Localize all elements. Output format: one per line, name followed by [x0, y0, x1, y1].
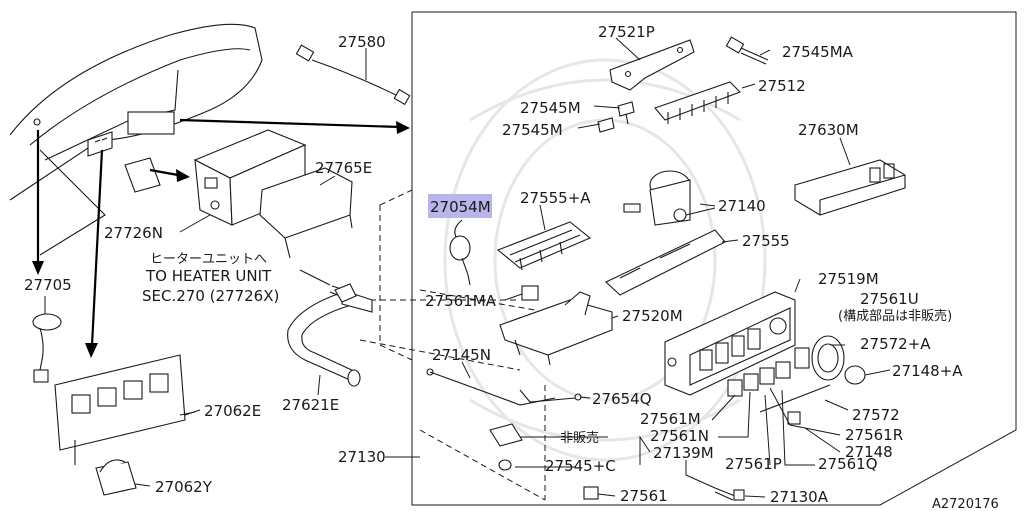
- label-27561M[interactable]: 27561M: [640, 410, 701, 428]
- label-27561[interactable]: 27561: [620, 487, 668, 505]
- part-27765E[interactable]: [259, 167, 353, 259]
- part-27561U[interactable]: [794, 347, 810, 369]
- label-27561MA[interactable]: 27561MA: [425, 292, 497, 310]
- label-27572A[interactable]: 27572+A: [860, 335, 931, 353]
- label-27654Q[interactable]: 27654Q: [592, 390, 652, 408]
- dashboard-outline: [9, 23, 263, 256]
- part-27062Y[interactable]: [95, 459, 137, 496]
- part-27630M[interactable]: [794, 159, 906, 216]
- label-27054M-suffix: M: [478, 198, 491, 216]
- label-heater-en: TO HEATER UNIT: [145, 267, 272, 285]
- part-27555[interactable]: [605, 229, 726, 296]
- label-27561U-note: (構成部品は非販売): [838, 308, 952, 324]
- part-27705[interactable]: [32, 313, 62, 383]
- diagram-id: A2720176: [932, 497, 999, 511]
- label-27130A[interactable]: 27130A: [770, 488, 829, 506]
- label-27621E[interactable]: 27621E: [282, 396, 339, 414]
- label-27062E[interactable]: 27062E: [204, 402, 261, 420]
- part-27572[interactable]: [759, 384, 831, 425]
- part-27145N[interactable]: [426, 368, 556, 406]
- label-27561P[interactable]: 27561P: [725, 455, 782, 473]
- label-27139M[interactable]: 27139M: [653, 444, 714, 462]
- label-27545C[interactable]: 27545+C: [545, 457, 616, 475]
- part-27572A[interactable]: [811, 335, 845, 381]
- part-27561MA[interactable]: [521, 285, 539, 301]
- label-27148A[interactable]: 27148+A: [892, 362, 963, 380]
- label-27062Y[interactable]: 27062Y: [155, 478, 213, 496]
- label-27561N[interactable]: 27561N: [650, 427, 709, 445]
- label-27555[interactable]: 27555: [742, 232, 790, 250]
- label-27545M-a[interactable]: 27545M: [520, 99, 581, 117]
- label-sec270[interactable]: SEC.270 (27726X): [142, 287, 279, 305]
- label-27519M[interactable]: 27519M: [818, 270, 879, 288]
- part-27521P[interactable]: [609, 39, 695, 91]
- part-labels: 27580 27521P 27545MA 27512 27545M 27545M…: [24, 23, 999, 511]
- part-27519M[interactable]: [664, 291, 796, 396]
- flow-arrows: [32, 118, 410, 358]
- part-27654Q[interactable]: [519, 389, 582, 403]
- label-27726N[interactable]: 27726N: [104, 224, 163, 242]
- part-27520M[interactable]: [499, 291, 613, 366]
- dashed-guides: [359, 189, 546, 501]
- part-27545MA[interactable]: [725, 36, 769, 65]
- label-27521P[interactable]: 27521P: [598, 23, 655, 41]
- label-27705[interactable]: 27705: [24, 276, 72, 294]
- label-27561R[interactable]: 27561R: [845, 426, 903, 444]
- part-27726N[interactable]: [124, 129, 307, 226]
- part-27140[interactable]: [623, 170, 716, 226]
- label-27148[interactable]: 27148: [845, 443, 893, 461]
- highlight-27054M: [428, 194, 492, 218]
- label-27054M-prefix[interactable]: 27054: [430, 198, 478, 216]
- leader-lines: [44, 37, 891, 498]
- part-27555A[interactable]: [496, 221, 592, 271]
- part-27130A[interactable]: [714, 487, 745, 501]
- part-buttons-row[interactable]: [727, 361, 791, 397]
- part-27139M[interactable]: [489, 423, 523, 471]
- label-27765E[interactable]: 27765E: [315, 159, 372, 177]
- label-27561U[interactable]: 27561U: [860, 290, 919, 308]
- label-27512[interactable]: 27512: [758, 77, 806, 95]
- part-27580[interactable]: [295, 44, 411, 106]
- label-27130[interactable]: 27130: [338, 448, 386, 466]
- heater-connector: [299, 269, 357, 303]
- label-heater-jp: ヒーターユニットへ: [150, 252, 267, 267]
- label-27545MA[interactable]: 27545MA: [782, 43, 854, 61]
- label-27572[interactable]: 27572: [852, 406, 900, 424]
- part-27054M[interactable]: [449, 219, 471, 286]
- part-27512[interactable]: [654, 81, 741, 124]
- part-27545M-screws[interactable]: [597, 101, 635, 133]
- part-27621E[interactable]: [287, 285, 373, 387]
- label-hihanbai: 非販売: [560, 430, 599, 446]
- part-27148A[interactable]: [844, 365, 866, 385]
- svg-text:27054M: 27054M: [430, 198, 491, 216]
- label-27580[interactable]: 27580: [338, 33, 386, 51]
- part-27062E[interactable]: [54, 354, 196, 465]
- label-27630M[interactable]: 27630M: [798, 121, 859, 139]
- label-27555A[interactable]: 27555+A: [520, 189, 591, 207]
- label-27545M-b[interactable]: 27545M: [502, 121, 563, 139]
- label-27145N[interactable]: 27145N: [432, 346, 491, 364]
- assembly-frame: [411, 11, 1017, 506]
- label-27140[interactable]: 27140: [718, 197, 766, 215]
- label-27520M[interactable]: 27520M: [622, 307, 683, 325]
- label-27561Q[interactable]: 27561Q: [818, 455, 878, 473]
- part-27561[interactable]: [583, 486, 599, 500]
